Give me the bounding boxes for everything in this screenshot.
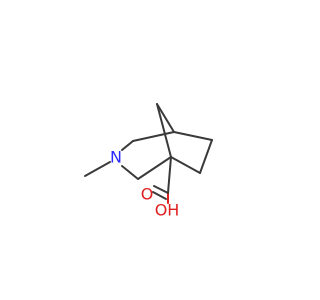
bond-bridge-top-to-bridgehead-right [156, 103, 175, 133]
structure-canvas: N O OH [84, 103, 213, 220]
bond-ch2-upper-to-nitrogen [121, 140, 134, 151]
hydroxyl-label: OH [155, 201, 180, 220]
bond-nitrogen-to-ch2-lower [121, 165, 139, 180]
bond-bridgehead-right-to-ring-ch2 [173, 131, 213, 141]
nitrogen-atom-label: N [110, 148, 122, 167]
bond-carboxyl-double-o-a [153, 185, 169, 194]
carbonyl-oxygen-label: O [141, 185, 154, 204]
bond-ch2-to-bridgehead-left [170, 156, 201, 174]
bond-ring-ch2-to-ch2 [199, 139, 213, 174]
bond-bridge-top-to-bridgehead-left [156, 103, 172, 158]
bond-carboxyl-double-o-b [152, 191, 167, 200]
bond-ch2-lower-to-bridgehead-left [137, 156, 172, 180]
bond-bridgehead-to-carboxyl-carbon [167, 156, 172, 194]
bond-bridgehead-right-to-ch2-upper [132, 131, 175, 142]
molecule-diagram: N O OH [84, 103, 213, 220]
bond-nitrogen-to-methyl [84, 161, 111, 177]
